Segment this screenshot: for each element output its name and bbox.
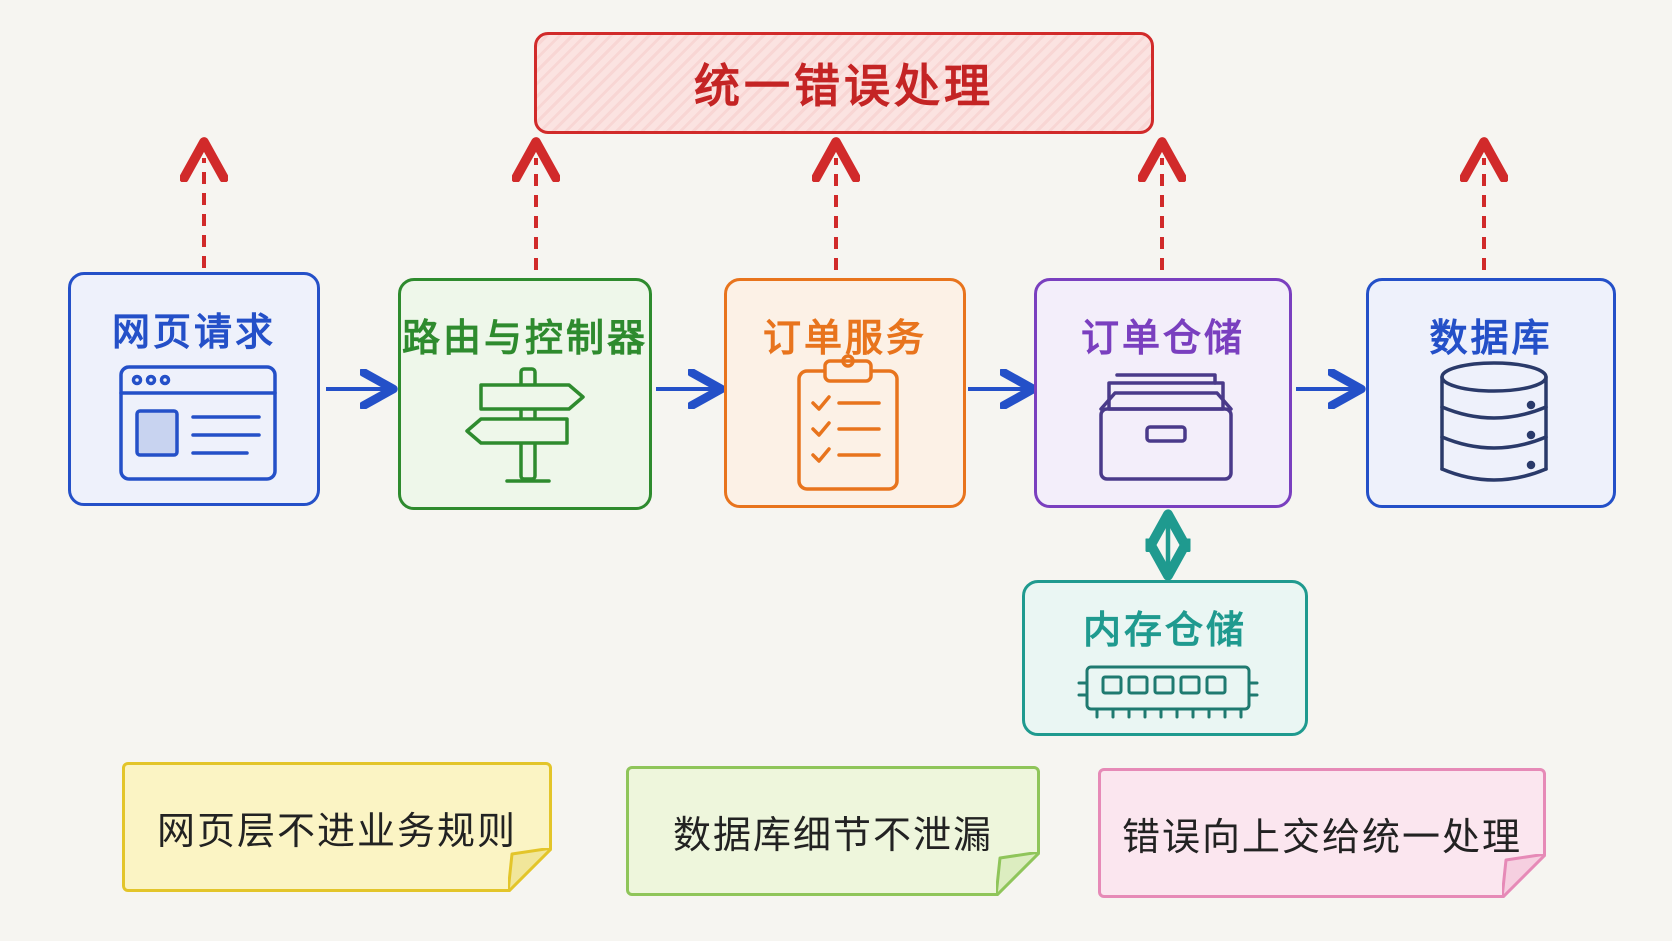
box-order-repository: 订单仓储 (1034, 278, 1292, 508)
unified-error-handling-banner: 统一错误处理 (534, 32, 1154, 134)
note-text: 错误向上交给统一处理 (1121, 814, 1522, 859)
box-order-service: 订单服务 (724, 278, 966, 508)
note-error-escalation: 错误向上交给统一处理 (1098, 768, 1546, 898)
browser-window-icon (119, 365, 277, 481)
banner-title: 统一错误处理 (694, 59, 994, 113)
memory-chip-icon (1077, 665, 1259, 719)
box-memory-repository: 内存仓储 (1022, 580, 1308, 736)
page-curl-icon (508, 848, 552, 892)
note-web-layer: 网页层不进业务规则 (122, 762, 552, 892)
page-curl-icon (1502, 854, 1546, 898)
box-web-request: 网页请求 (68, 272, 320, 506)
page-curl-icon (996, 852, 1040, 896)
box-label: 网页请求 (111, 310, 276, 354)
box-label: 订单仓储 (1080, 316, 1245, 360)
database-icon (1440, 361, 1548, 482)
note-text: 数据库细节不泄漏 (672, 812, 993, 857)
box-router-controller: 路由与控制器 (398, 278, 652, 510)
clipboard-checklist-icon (797, 354, 899, 491)
box-label: 数据库 (1429, 316, 1553, 360)
box-label: 内存仓储 (1082, 608, 1247, 652)
note-database-details: 数据库细节不泄漏 (626, 766, 1040, 896)
box-database: 数据库 (1366, 278, 1616, 508)
box-label: 订单服务 (762, 316, 927, 360)
file-drawer-icon (1099, 373, 1233, 481)
signpost-icon (465, 367, 585, 483)
box-label: 路由与控制器 (401, 316, 648, 360)
note-text: 网页层不进业务规则 (156, 808, 517, 853)
